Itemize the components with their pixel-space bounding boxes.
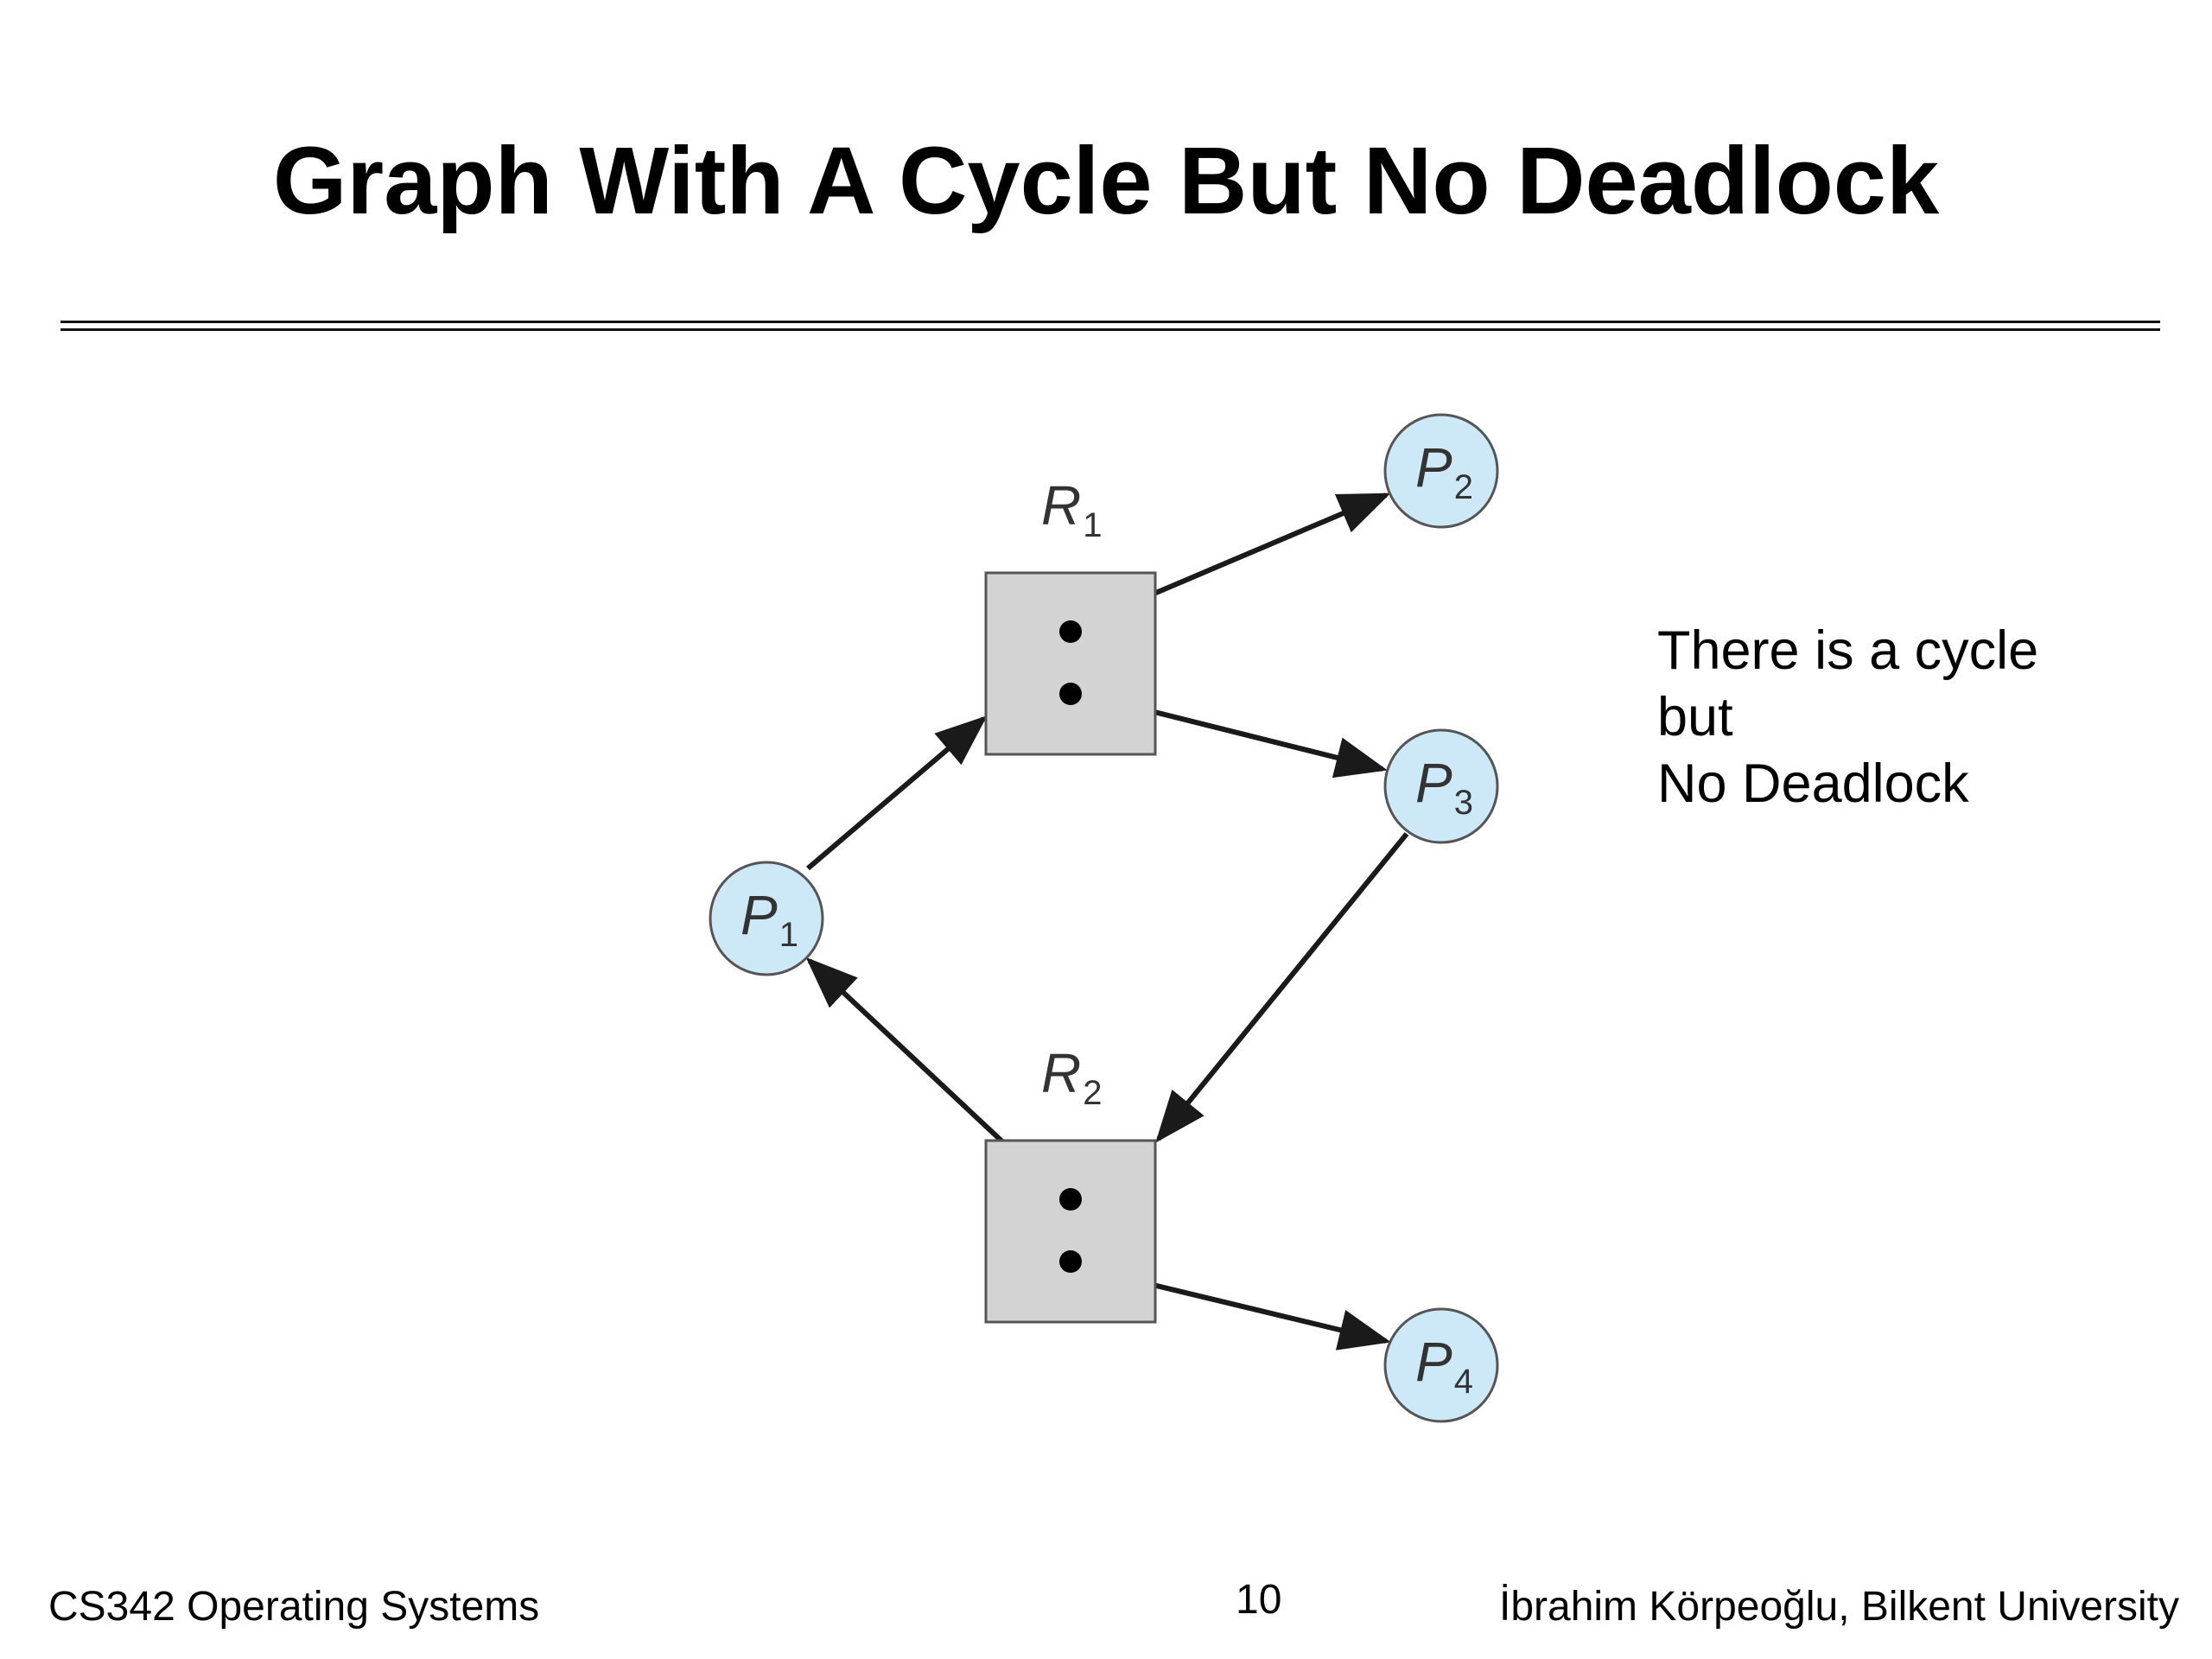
- note-line-3: No Deadlock: [1657, 753, 1969, 814]
- footer-course: CS342 Operating Systems: [48, 1584, 540, 1630]
- process-p2: P2: [1383, 413, 1499, 529]
- process-circle: [709, 861, 824, 976]
- resource-instance-dot: [1059, 1188, 1082, 1211]
- process-label: P4: [1415, 1331, 1473, 1401]
- resource-r2: R2: [984, 1042, 1157, 1324]
- footer-page-number: 10: [1236, 1577, 1282, 1623]
- process-label: P3: [1415, 752, 1473, 822]
- process-circle: [1383, 413, 1499, 529]
- resource-instance-dot: [1059, 1250, 1082, 1273]
- edge-p3-to-r2: [1155, 832, 1409, 1143]
- footer-author: İbrahim Körpeoğlu, Bilkent University: [1498, 1584, 2179, 1630]
- process-p1: P1: [709, 861, 824, 976]
- note-line-2: but: [1657, 687, 1733, 747]
- process-label: P1: [741, 884, 798, 954]
- process-p3: P3: [1383, 728, 1499, 844]
- resource-r1: R1: [984, 474, 1157, 756]
- resource-label: R1: [1041, 474, 1102, 544]
- resource-instance-dot: [1059, 683, 1082, 705]
- resource-box: [984, 571, 1157, 756]
- resource-label: R2: [1041, 1042, 1102, 1112]
- process-label: P2: [1415, 436, 1473, 506]
- process-circle: [1383, 728, 1499, 844]
- resource-instance-dot: [1059, 620, 1082, 643]
- resource-box: [984, 1139, 1157, 1324]
- edge-p1-to-r1: [806, 715, 988, 871]
- title-divider-top: [60, 321, 2160, 323]
- note-line-1: There is a cycle: [1657, 620, 2039, 681]
- slide-title: Graph With A Cycle But No Deadlock: [272, 128, 1940, 234]
- slide-note: There is a cycle but No Deadlock: [1657, 618, 2038, 817]
- title-divider-bottom: [60, 328, 2160, 331]
- process-p4: P4: [1383, 1307, 1499, 1423]
- process-circle: [1383, 1307, 1499, 1423]
